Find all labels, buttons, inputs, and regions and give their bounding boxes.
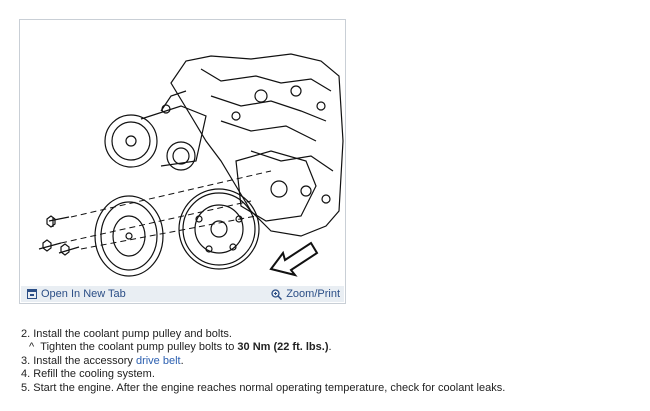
figure-container: Open In New Tab Zoom/Print bbox=[19, 19, 346, 304]
step-5: 5. Start the engine. After the engine re… bbox=[21, 381, 506, 394]
zoom-print-button[interactable]: Zoom/Print bbox=[271, 288, 340, 300]
step-2-substep: ^ Tighten the coolant pump pulley bolts … bbox=[21, 341, 631, 354]
instruction-steps: 2. Install the coolant pump pulley and b… bbox=[21, 328, 631, 395]
substep-end: . bbox=[328, 341, 332, 354]
drive-belt-link[interactable]: drive belt bbox=[135, 354, 181, 367]
zoom-print-label: Zoom/Print bbox=[286, 288, 340, 300]
open-tab-icon bbox=[27, 289, 37, 299]
step-3-end: . bbox=[180, 354, 184, 367]
step-3-text: 3. Install the accessory bbox=[21, 354, 133, 367]
step-2: 2. Install the coolant pump pulley and b… bbox=[21, 328, 232, 340]
substep-text: Tighten the coolant pump pulley bolts to bbox=[40, 341, 235, 354]
torque-value: 30 Nm (22 ft. lbs.) bbox=[237, 341, 329, 354]
substep-marker: ^ bbox=[29, 341, 35, 354]
open-in-new-tab-button[interactable]: Open In New Tab bbox=[27, 288, 126, 300]
engine-pulley-diagram[interactable] bbox=[21, 21, 344, 286]
figure-toolbar: Open In New Tab Zoom/Print bbox=[21, 286, 344, 302]
magnifier-icon bbox=[271, 288, 283, 300]
open-in-new-tab-label: Open In New Tab bbox=[41, 288, 126, 300]
step-4: 4. Refill the cooling system. bbox=[21, 368, 155, 381]
diagram-drawing bbox=[38, 53, 344, 277]
step-3: 3. Install the accessory drive belt. bbox=[21, 355, 631, 368]
